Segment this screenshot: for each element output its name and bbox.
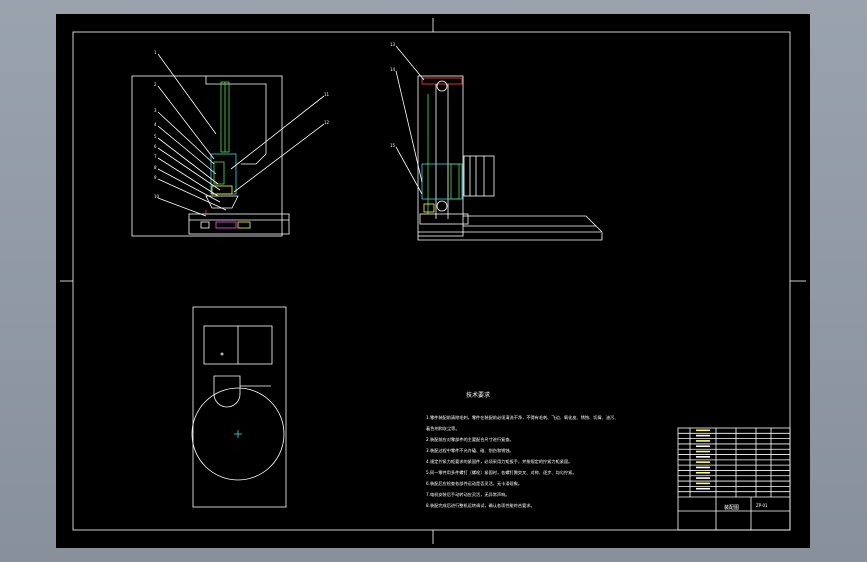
- parts-list-cell-mark: [696, 429, 710, 432]
- svg-text:2: 2: [154, 82, 157, 87]
- svg-text:3: 3: [154, 108, 157, 113]
- svg-text:4.规定拧紧力矩要求的紧固件，必须采用力矩扳手，并按规定的拧: 4.规定拧紧力矩要求的紧固件，必须采用力矩扳手，并按规定的拧紧力矩紧固。: [426, 458, 572, 465]
- title-block: 装配图 ZP-01: [677, 427, 791, 531]
- svg-text:1.零件装配前清除毛刺，零件在装配前必须清洗干净，不得有毛刺: 1.零件装配前清除毛刺，零件在装配前必须清洗干净，不得有毛刺、飞边、氧化皮、锈蚀…: [426, 414, 618, 421]
- svg-text:7.电机安装后手动转动应灵活，无异常声响。: 7.电机安装后手动转动应灵活，无异常声响。: [426, 491, 510, 498]
- svg-text:14: 14: [390, 67, 396, 72]
- svg-text:8: 8: [154, 165, 157, 170]
- svg-text:6: 6: [154, 144, 157, 149]
- title-code: ZP-01: [756, 503, 768, 508]
- cad-drawing: 1 2 3 4 5 6 7 8 9 10 11 12 13 14 15 技术要求…: [60, 18, 806, 544]
- parts-list-cell-mark: [696, 450, 710, 453]
- technical-requirements: 技术要求 1.零件装配前清除毛刺，零件在装配前必须清洗干净，不得有毛刺、飞边、氧…: [426, 391, 618, 509]
- svg-text:2.装配前应对零部件的主要配合尺寸进行复查。: 2.装配前应对零部件的主要配合尺寸进行复查。: [426, 436, 514, 443]
- parts-list-cell-mark: [696, 477, 710, 479]
- svg-text:8.装配完成后进行整机运转调试，确认各项性能符合要求。: 8.装配完成后进行整机运转调试，确认各项性能符合要求。: [426, 502, 535, 509]
- svg-text:11: 11: [324, 92, 330, 97]
- svg-text:5: 5: [154, 134, 157, 139]
- parts-list-cell-mark: [696, 434, 710, 437]
- svg-text:6.装配后应检查各部件运动是否灵活，无卡滞现象。: 6.装配后应检查各部件运动是否灵活，无卡滞现象。: [426, 480, 522, 487]
- parts-list-cell-mark: [696, 461, 710, 463]
- svg-text:7: 7: [154, 154, 157, 159]
- parts-list-cell-mark: [696, 487, 710, 490]
- svg-text:10: 10: [154, 194, 160, 199]
- side-view: [395, 45, 603, 241]
- tech-title: 技术要求: [466, 391, 490, 399]
- parts-list-cell-mark: [696, 440, 710, 442]
- top-view: [191, 306, 287, 508]
- svg-text:4: 4: [154, 122, 157, 127]
- parts-list-cell-mark: [696, 482, 710, 485]
- svg-text:5.同一零件用多件螺钉（螺栓）紧固时，各螺钉需交叉、对称、逐: 5.同一零件用多件螺钉（螺栓）紧固时，各螺钉需交叉、对称、逐步、均匀拧紧。: [426, 469, 577, 476]
- parts-list-cell-mark: [696, 456, 710, 458]
- svg-text:13: 13: [390, 42, 396, 47]
- drawing-frame: [72, 31, 791, 531]
- front-view: [131, 53, 325, 237]
- parts-list-cell-mark: [696, 466, 710, 469]
- svg-text:9: 9: [154, 175, 157, 180]
- svg-text:3.装配过程中零件不允许磕、碰、划伤和锈蚀。: 3.装配过程中零件不允许磕、碰、划伤和锈蚀。: [426, 447, 514, 454]
- balloon-labels: 1 2 3 4 5 6 7 8 9 10 11 12 13 14 15: [154, 42, 396, 199]
- svg-text:15: 15: [390, 143, 396, 148]
- title-name: 装配图: [724, 504, 739, 511]
- svg-text:1: 1: [154, 50, 157, 55]
- parts-list-cell-mark: [696, 445, 710, 448]
- drawing-sheet: 1 2 3 4 5 6 7 8 9 10 11 12 13 14 15 技术要求…: [56, 14, 810, 548]
- svg-text:12: 12: [324, 120, 330, 125]
- parts-list-cell-mark: [696, 471, 710, 474]
- svg-text:着色剂和灰尘等。: 着色剂和灰尘等。: [426, 425, 460, 432]
